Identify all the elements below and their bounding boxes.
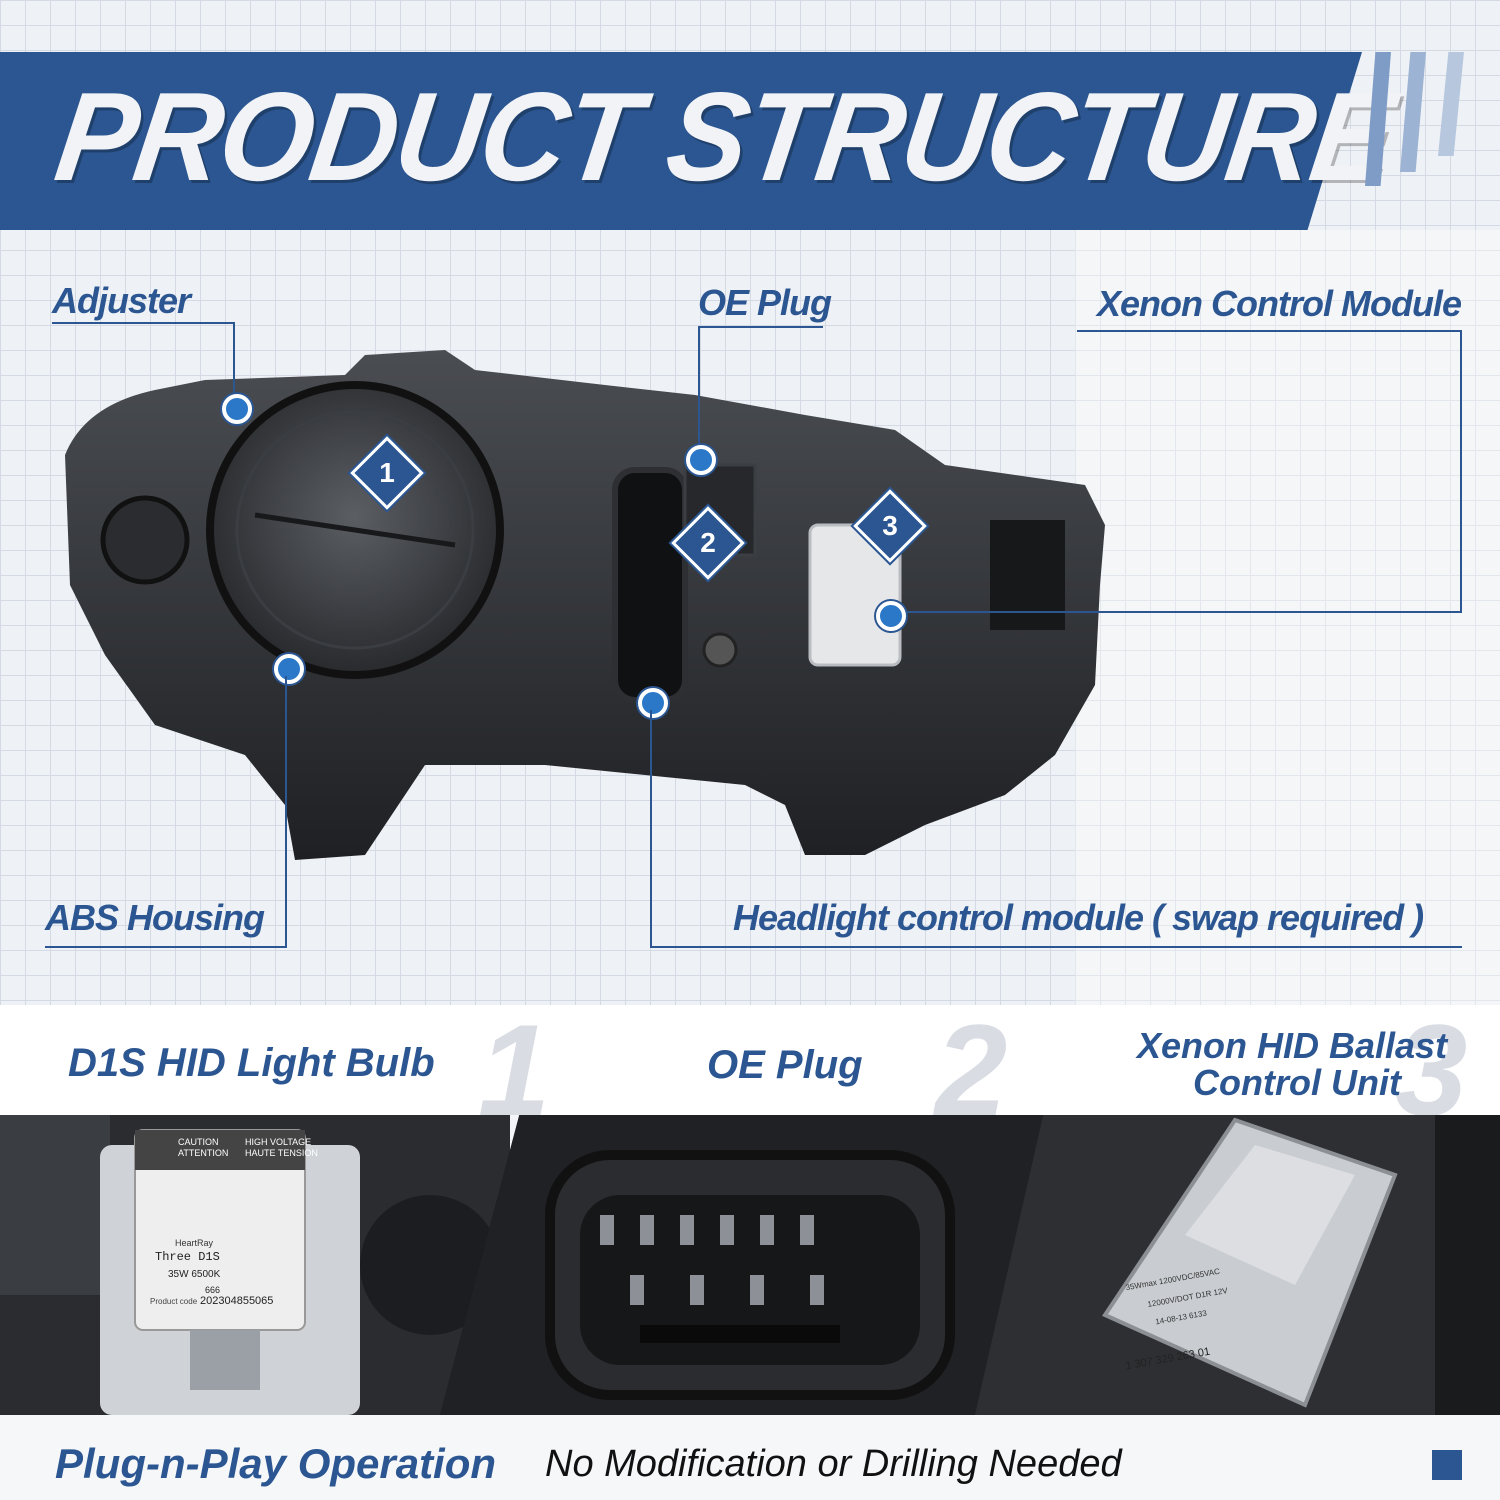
marker-dot (222, 394, 252, 424)
leader-line (650, 710, 652, 948)
bulb-product-code-label: Product code (150, 1297, 198, 1306)
leader-line (45, 946, 287, 948)
background-panel (1075, 230, 1500, 1005)
footer (0, 1415, 1500, 1500)
bulb-code-num: 666 (205, 1285, 221, 1295)
section-label-3-line2: Control Unit (1193, 1062, 1401, 1103)
section-label-2: OE Plug (707, 1043, 863, 1087)
section-label-3-line1: Xenon HID Ballast (1137, 1025, 1448, 1066)
photo-d1s-bulb: CAUTION ATTENTION HIGH VOLTAGE HAUTE TEN… (0, 1115, 510, 1415)
photo-oe-plug (440, 1115, 1050, 1415)
callout-oe-plug: OE Plug (698, 282, 832, 323)
callout-abs-housing: ABS Housing (45, 897, 265, 938)
bulb-model: Three D1S (155, 1250, 220, 1264)
footer-square (1432, 1450, 1462, 1480)
callout-headlight-module: Headlight control module ( swap required… (733, 897, 1424, 938)
bulb-spec: 35W 6500K (168, 1269, 221, 1280)
leader-line (52, 322, 235, 324)
header-banner (0, 52, 1362, 230)
bulb-attention: ATTENTION (178, 1148, 229, 1158)
footer-sub: No Modification or Drilling Needed (545, 1443, 1122, 1485)
plug-photo-graphic (440, 1115, 1050, 1415)
page-title: PRODUCT STRUCTURE (48, 66, 1401, 208)
bulb-high-voltage: HIGH VOLTAGE (245, 1137, 312, 1147)
ballast-photo-graphic (975, 1115, 1500, 1415)
bulb-photo-graphic (0, 1115, 510, 1415)
bulb-haute-tension: HAUTE TENSION (245, 1148, 318, 1158)
leader-line (1460, 330, 1462, 613)
callout-adjuster: Adjuster (52, 280, 191, 321)
footer-main: Plug-n-Play Operation (55, 1440, 497, 1487)
leader-line (650, 946, 1462, 948)
marker-dot (274, 654, 304, 684)
bulb-product-code: 202304855065 (200, 1295, 274, 1307)
leader-line (890, 611, 1462, 613)
marker-dot (686, 445, 716, 475)
leader-line (698, 326, 700, 451)
section-label-band (0, 1005, 1500, 1115)
section-label-1: D1S HID Light Bulb (68, 1041, 435, 1085)
headlight-illustration (65, 350, 1105, 860)
marker-dot (876, 601, 906, 631)
callout-xenon-module: Xenon Control Module (1097, 283, 1462, 324)
bulb-brand: HeartRay (175, 1238, 214, 1248)
photo-ballast: 35Wmax 1200VDC/85VAC 12000V/DOT D1R 12V … (975, 1115, 1500, 1415)
leader-line (1077, 330, 1462, 332)
marker-dot (638, 688, 668, 718)
leader-line (233, 322, 235, 402)
bulb-caution: CAUTION (178, 1137, 219, 1147)
leader-line (285, 676, 287, 948)
leader-line (698, 326, 823, 328)
